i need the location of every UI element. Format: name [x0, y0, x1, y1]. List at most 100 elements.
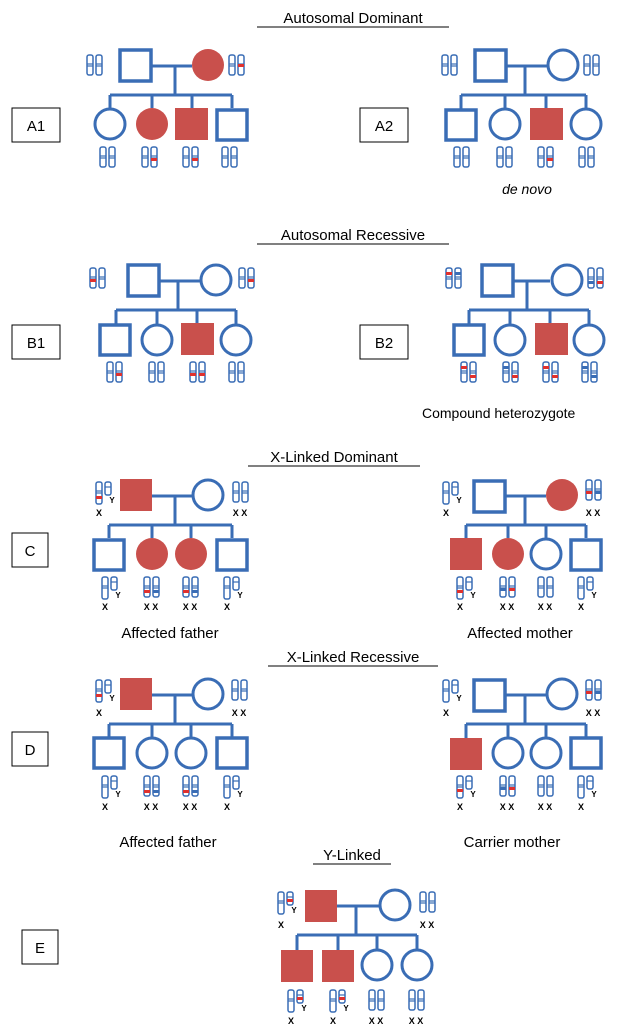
- c1-son: [92, 538, 126, 572]
- pedigree-c-affected-mother: X Y X X X Y X X X X X Y Affected mother: [442, 479, 603, 642]
- svg-text:X X: X X: [369, 1016, 384, 1026]
- b2-son-affected: [535, 323, 568, 355]
- b1-son-affected: [181, 323, 214, 355]
- section-title-y-linked: Y-Linked: [313, 847, 391, 865]
- a2-father: [473, 48, 508, 83]
- b1-son: [98, 323, 132, 357]
- svg-text:X: X: [224, 602, 230, 612]
- e-son-affected-2: [322, 950, 354, 982]
- e-daughter-2: [400, 948, 434, 982]
- d2-children-chromosomes: X Y X X X X X Y: [456, 775, 597, 812]
- d2-father: [472, 678, 507, 713]
- section-title-autosomal-dominant: Autosomal Dominant: [257, 10, 449, 28]
- svg-text:Y: Y: [591, 591, 597, 600]
- e-mother-chromosomes: X X: [419, 891, 436, 930]
- b2-children-chromosomes: [460, 361, 598, 383]
- a1-father-chromosomes: [86, 54, 103, 76]
- c2-father-chromosomes: X Y: [442, 481, 462, 518]
- pedigree-c-affected-father: X Y X X X Y X X X X X Y Affected father: [92, 478, 249, 642]
- svg-text:X X: X X: [144, 802, 159, 812]
- svg-text:X: X: [102, 802, 108, 812]
- svg-text:C: C: [25, 543, 36, 560]
- a2-son: [444, 108, 478, 142]
- e-mother: [378, 888, 412, 922]
- d2-father-chromosomes: X Y: [442, 679, 462, 718]
- panel-label-a1: A1: [11, 107, 61, 143]
- c1-mother: [191, 478, 225, 512]
- svg-text:X X: X X: [183, 602, 198, 612]
- a1-daughter: [93, 107, 127, 141]
- svg-text:X X: X X: [144, 602, 159, 612]
- svg-text:X: X: [278, 920, 284, 930]
- svg-text:B2: B2: [375, 335, 393, 352]
- c2-father: [472, 479, 507, 514]
- a1-mother-affected: [192, 49, 224, 81]
- c2-son-affected: [450, 538, 482, 570]
- svg-text:Y: Y: [237, 591, 243, 600]
- d2-son-affected: [450, 738, 482, 770]
- d1-son: [92, 736, 126, 770]
- a1-son: [215, 108, 249, 142]
- svg-text:X X: X X: [538, 602, 553, 612]
- caption-compound-heterozygote: Compound heterozygote: [422, 405, 576, 421]
- svg-text:Y: Y: [291, 906, 297, 915]
- svg-text:Y: Y: [456, 694, 462, 703]
- a1-children-chromosomes: [99, 146, 238, 168]
- svg-text:X: X: [224, 802, 230, 812]
- svg-text:X: X: [102, 602, 108, 612]
- e-son-affected: [281, 950, 313, 982]
- svg-text:Y: Y: [456, 496, 462, 505]
- svg-text:Autosomal Recessive: Autosomal Recessive: [281, 227, 425, 244]
- pedigree-a2: de novo: [441, 48, 603, 197]
- e-daughter: [360, 948, 394, 982]
- caption-de-novo: de novo: [502, 181, 552, 197]
- b2-daughter-2: [572, 323, 606, 357]
- svg-text:X X: X X: [586, 708, 601, 718]
- c2-children-chromosomes: X Y X X X X X Y: [456, 576, 597, 612]
- svg-text:D: D: [25, 742, 36, 759]
- svg-text:X: X: [443, 708, 449, 718]
- svg-text:A2: A2: [375, 118, 393, 135]
- caption-carrier-mother-d: Carrier mother: [464, 834, 561, 851]
- pedigree-a1: [86, 48, 249, 168]
- panel-label-e: E: [21, 929, 59, 965]
- svg-text:Y: Y: [109, 496, 115, 505]
- d1-father-affected: [120, 678, 152, 710]
- svg-text:X X: X X: [538, 802, 553, 812]
- a1-mother-chromosomes: [228, 54, 245, 76]
- e-children-chromosomes: X Y X Y X X X X: [287, 989, 425, 1026]
- svg-text:X X: X X: [500, 802, 515, 812]
- panel-label-b2: B2: [359, 324, 409, 360]
- svg-text:X-Linked Dominant: X-Linked Dominant: [270, 449, 398, 466]
- a1-son-affected: [175, 108, 208, 140]
- svg-text:X: X: [330, 1016, 336, 1026]
- d2-daughter-2: [529, 736, 563, 770]
- section-title-x-linked-recessive: X-Linked Recessive: [268, 649, 438, 667]
- pedigree-b1: [89, 263, 255, 383]
- pedigree-e: X Y X X X Y X Y X X X X: [277, 888, 436, 1026]
- panel-label-a2: A2: [359, 107, 409, 143]
- svg-text:Y: Y: [343, 1004, 349, 1013]
- c1-children-chromosomes: X Y X X X X X Y: [101, 576, 243, 612]
- caption-affected-father-c: Affected father: [121, 625, 218, 642]
- svg-text:X: X: [96, 708, 102, 718]
- svg-text:Y: Y: [470, 591, 476, 600]
- svg-text:X: X: [457, 802, 463, 812]
- c1-daughter-affected: [136, 538, 168, 570]
- svg-text:B1: B1: [27, 335, 45, 352]
- b2-mother: [550, 263, 584, 297]
- d2-mother-chromosomes: X X: [585, 679, 602, 718]
- svg-text:Y: Y: [301, 1004, 307, 1013]
- e-father-affected: [305, 890, 337, 922]
- b1-father: [126, 263, 161, 298]
- svg-text:X: X: [578, 802, 584, 812]
- svg-text:X-Linked Recessive: X-Linked Recessive: [287, 649, 420, 666]
- svg-text:Autosomal Dominant: Autosomal Dominant: [283, 10, 423, 27]
- b2-daughter: [493, 323, 527, 357]
- svg-text:X X: X X: [586, 508, 601, 518]
- d1-father-chromosomes: X Y: [95, 679, 115, 718]
- section-title-x-linked-dominant: X-Linked Dominant: [248, 449, 420, 467]
- c2-daughter-affected: [492, 538, 524, 570]
- a2-mother: [546, 48, 580, 82]
- d1-children-chromosomes: X Y X X X X X Y: [101, 775, 243, 812]
